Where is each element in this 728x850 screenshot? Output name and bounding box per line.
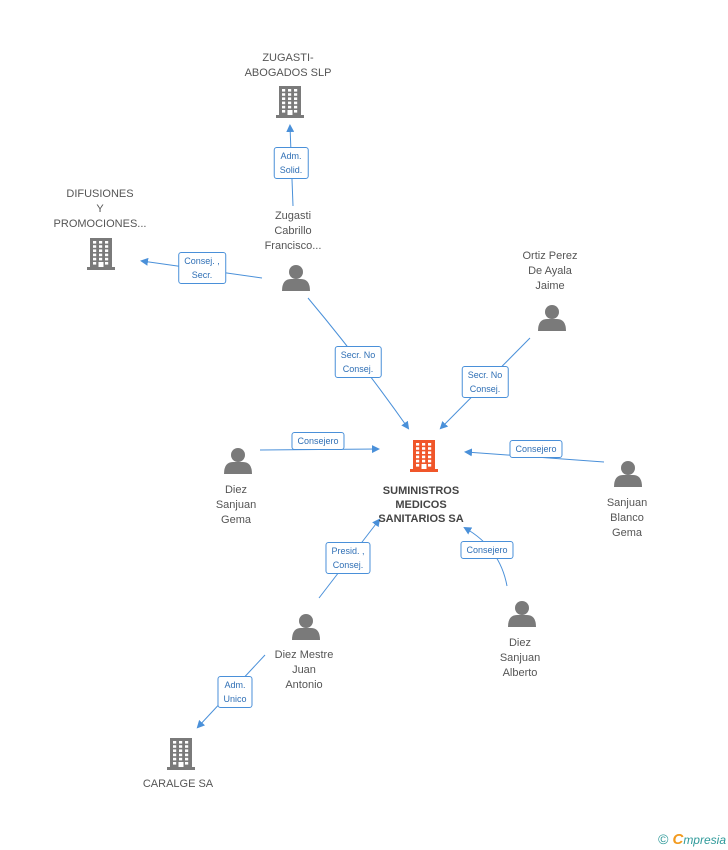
copyright-icon: © [658,831,669,847]
person-icon[interactable] [292,614,320,640]
node-label-caralge[interactable]: CARALGE SA [142,778,214,790]
node-label-sanjuan_gema[interactable]: Sanjuan Blanco Gema [606,497,648,539]
empresia-logo-letter: C [672,831,684,848]
person-icon[interactable] [614,461,642,487]
person-icon[interactable] [508,601,536,627]
empresia-logo-text: mpresia [683,833,726,847]
node-label-zugasti_slp[interactable]: ZUGASTI- ABOGADOS SLP [244,52,332,79]
building-icon[interactable] [276,86,304,118]
empresia-footer[interactable]: ©Cmpresia [658,831,726,848]
edge-label-sanjuan_gema-to-main[interactable]: Consejero [509,440,563,458]
person-icon[interactable] [538,305,566,331]
node-label-ortiz[interactable]: Ortiz Perez De Ayala Jaime [522,250,578,292]
edge-label-ortiz-to-main[interactable]: Secr. No Consej. [461,366,509,398]
building-icon[interactable] [167,738,195,770]
node-label-difusiones[interactable]: DIFUSIONES Y PROMOCIONES... [53,188,147,230]
node-label-zugasti_p[interactable]: Zugasti Cabrillo Francisco... [264,210,322,252]
edge-label-diez_mestre-to-main[interactable]: Presid. , Consej. [325,542,371,574]
person-icon[interactable] [282,265,310,291]
edge-label-zugasti_p-to-difusiones[interactable]: Consej. , Secr. [178,252,226,284]
building-icon[interactable] [87,238,115,270]
edge-label-diez_alberto-to-main[interactable]: Consejero [460,541,514,559]
edge-label-diez_mestre-to-caralge[interactable]: Adm. Unico [217,676,253,708]
node-label-main[interactable]: SUMINISTROS MEDICOS SANITARIOS SA [378,485,464,525]
icons-layer [87,86,642,770]
edge-label-zugasti_p-to-main[interactable]: Secr. No Consej. [334,346,382,378]
node-label-diez_gema[interactable]: Diez Sanjuan Gema [215,484,257,526]
edge-label-diez_gema-to-main[interactable]: Consejero [291,432,345,450]
edge-label-zugasti_p-to-zugasti_slp[interactable]: Adm. Solid. [273,147,309,179]
building-icon[interactable] [410,440,438,472]
node-label-diez_alberto[interactable]: Diez Sanjuan Alberto [499,637,541,679]
node-label-diez_mestre[interactable]: Diez Mestre Juan Antonio [274,649,334,691]
person-icon[interactable] [224,448,252,474]
